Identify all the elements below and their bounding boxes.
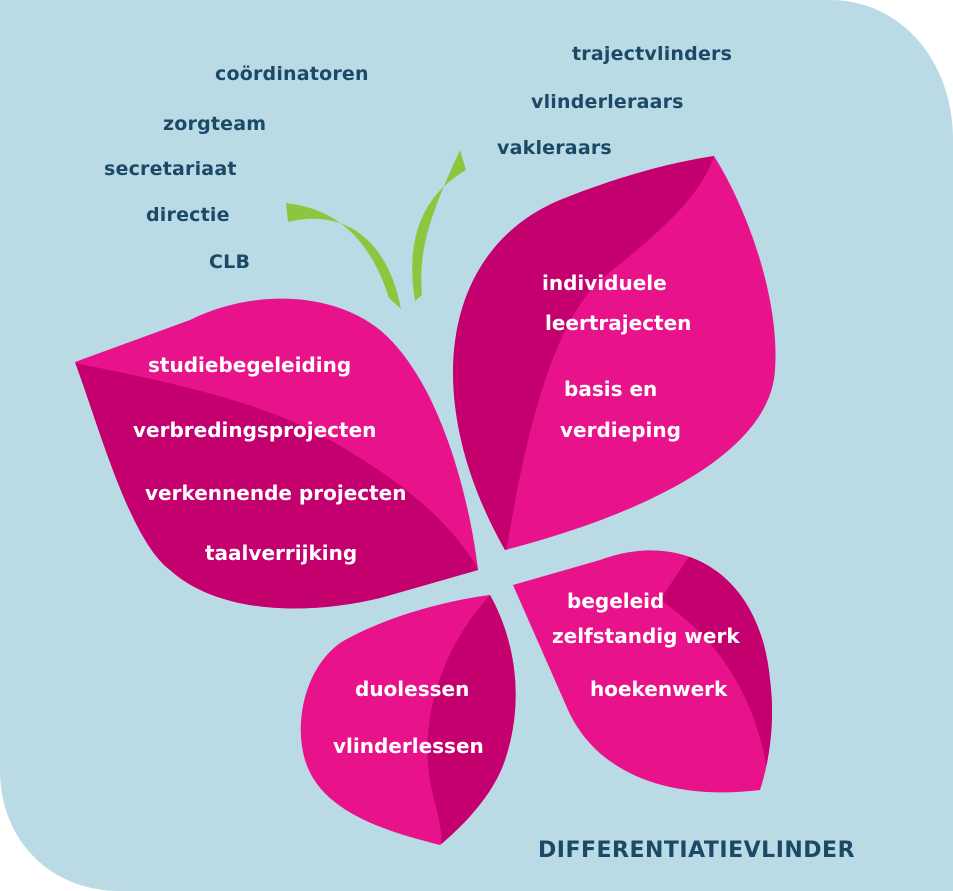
antenna-label-directie: directie (146, 204, 230, 226)
antenna-label-clb: CLB (209, 251, 251, 273)
wing-label-vlinderlessen: vlinderlessen (333, 734, 484, 758)
antenna-right (412, 150, 466, 301)
wing-label-duolessen: duolessen (355, 677, 470, 701)
wing-label-leertrajecten: leertrajecten (545, 311, 692, 335)
wing-label-studiebegeleiding: studiebegeleiding (148, 353, 352, 377)
wing-label-hoekenwerk: hoekenwerk (590, 677, 728, 701)
diagram-title: DIFFERENTIATIEVLINDER (538, 838, 856, 863)
wing-label-taalverrijking: taalverrijking (205, 541, 358, 565)
antenna-label-vakleraars: vakleraars (497, 137, 612, 159)
wing-label-verkennende-projecten: verkennende projecten (145, 481, 407, 505)
antenna-label-coordinatoren: coördinatoren (215, 63, 369, 85)
wing-label-basis-en: basis en (564, 377, 658, 401)
wing-label-begeleid: begeleid (567, 589, 665, 613)
antenna-label-vlinderleraars: vlinderleraars (531, 91, 684, 113)
antenna-label-secretariaat: secretariaat (104, 158, 237, 180)
wing-label-zelfstandig-werk: zelfstandig werk (552, 624, 740, 648)
wing-label-verdieping: verdieping (560, 418, 681, 442)
antenna-label-zorgteam: zorgteam (163, 113, 267, 135)
antenna-label-trajectvlinders: trajectvlinders (572, 43, 733, 65)
wing-label-individuele: individuele (542, 271, 667, 295)
wing-label-verbredingsprojecten: verbredingsprojecten (133, 418, 377, 442)
antenna-left (286, 203, 401, 309)
